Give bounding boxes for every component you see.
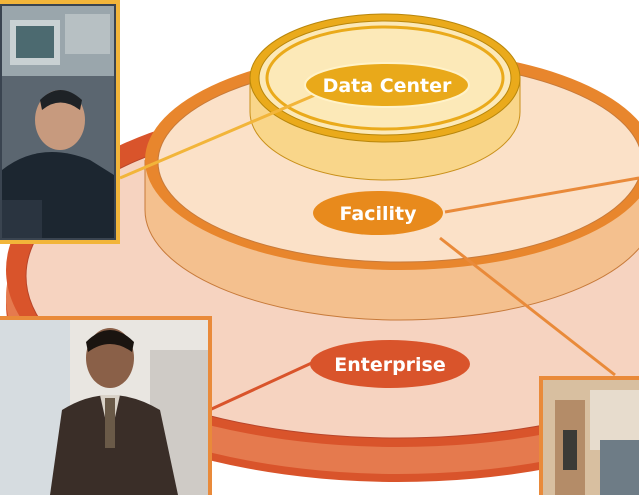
facility-label: Facility <box>313 191 443 235</box>
enterprise-label: Enterprise <box>310 340 470 388</box>
datacenter-label-text: Data Center <box>323 75 452 97</box>
equipment-room-photo <box>539 376 639 495</box>
facility-label-text: Facility <box>340 203 418 225</box>
enterprise-label-text: Enterprise <box>334 354 446 376</box>
datacenter-label: Data Center <box>304 62 470 108</box>
person-at-computer-photo <box>0 0 120 244</box>
businessman-photo <box>0 316 212 495</box>
datacenter-connector <box>119 93 316 180</box>
facility-connector-right <box>444 176 639 214</box>
facility-connector-down <box>439 236 616 377</box>
